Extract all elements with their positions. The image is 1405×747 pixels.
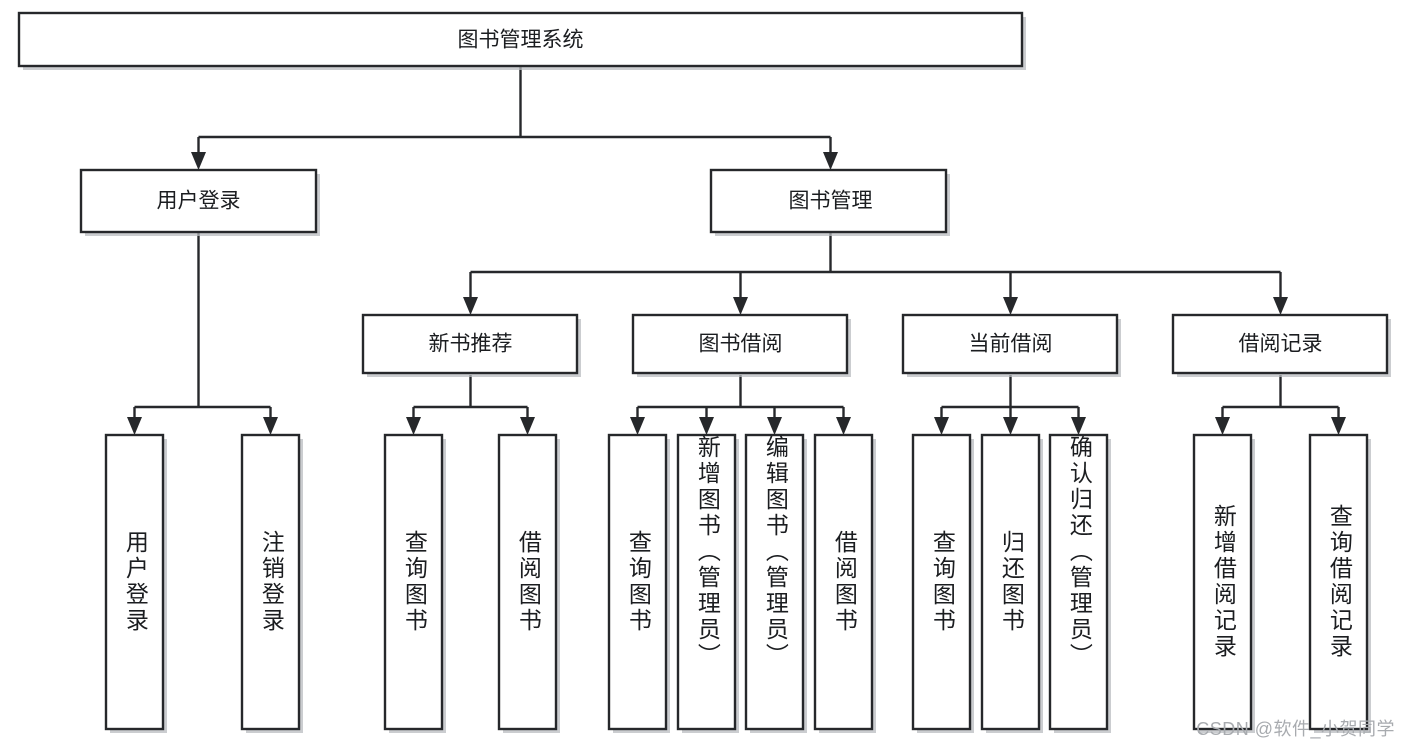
arrow-borrow-leaf-3 [767,417,782,435]
arrow-root-to-user-login [191,152,206,170]
leaf-newbook-query-box[interactable] [383,433,444,731]
arrow-newbook-leaf-1 [406,417,421,435]
node-borrow-record-box[interactable] [1171,313,1389,375]
node-book-borrow-label: 图书借阅 [699,333,783,356]
leaf-node-record-add[interactable] [1192,433,1255,733]
arrow-borrow-leaf-2 [699,417,714,435]
node-book-management-label: 图书管理 [789,190,873,213]
leaf-node-current-query[interactable] [911,433,974,733]
arrow-current-leaf-2 [1003,417,1018,435]
leaf-borrow-add-box[interactable] [676,433,737,731]
node-book-management-box[interactable] [709,168,948,234]
node-book-borrow-box[interactable] [631,313,849,375]
arrow-bookmgmt-to-current [1003,297,1018,315]
leaf-node-logout[interactable] [240,433,303,733]
arrow-borrow-leaf-4 [836,417,851,435]
leaf-node-borrow-edit[interactable] [744,433,807,733]
arrow-userlogin-leaf-2 [263,417,278,435]
leaf-current-confirm-box[interactable] [1048,433,1109,731]
node-current-borrow[interactable]: 当前借阅 [901,313,1121,377]
node-user-login-label: 用户登录 [157,190,241,213]
arrow-record-leaf-1 [1215,417,1230,435]
leaf-record-query-box[interactable] [1308,433,1369,731]
node-book-borrow[interactable]: 图书借阅 [631,313,851,377]
leaf-user-login-box[interactable] [104,433,165,731]
arrow-newbook-leaf-2 [520,417,535,435]
arrow-bookmgmt-to-record [1273,297,1288,315]
leaf-node-current-return[interactable] [980,433,1043,733]
leaf-node-newbook-query[interactable] [383,433,446,733]
arrow-record-leaf-2 [1331,417,1346,435]
leaf-borrow-book-box[interactable] [813,433,874,731]
node-root-box[interactable] [17,11,1024,68]
node-new-book-recommend-box[interactable] [361,313,579,375]
leaf-node-record-query[interactable] [1308,433,1371,733]
node-user-login[interactable]: 用户登录 [79,168,320,236]
node-new-book-recommend[interactable]: 新书推荐 [361,313,581,377]
leaf-record-add-box[interactable] [1192,433,1253,731]
arrow-borrow-leaf-1 [630,417,645,435]
node-root[interactable]: 图书管理系统 [17,11,1026,70]
connector-layer [127,66,1346,435]
leaf-node-newbook-borrow[interactable] [497,433,560,733]
leaf-newbook-borrow-box[interactable] [497,433,558,731]
leaf-logout-box[interactable] [240,433,301,731]
node-user-login-box[interactable] [79,168,318,234]
node-root-label: 图书管理系统 [458,29,584,52]
leaf-node-borrow-query[interactable] [607,433,670,733]
node-current-borrow-box[interactable] [901,313,1119,375]
node-current-borrow-label: 当前借阅 [969,333,1053,356]
arrow-bookmgmt-to-newbook [463,297,478,315]
leaf-borrow-query-box[interactable] [607,433,668,731]
leaf-node-user-login[interactable] [104,433,167,733]
leaf-node-current-confirm[interactable] [1048,433,1111,733]
arrow-userlogin-leaf-1 [127,417,142,435]
leaf-current-query-box[interactable] [911,433,972,731]
node-borrow-record[interactable]: 借阅记录 [1171,313,1391,377]
arrow-current-leaf-3 [1071,417,1086,435]
leaf-node-layer [104,433,1371,733]
arrow-root-to-book-mgmt [823,152,838,170]
leaf-borrow-edit-box[interactable] [744,433,805,731]
arrow-bookmgmt-to-borrow [733,297,748,315]
watermark-text: CSDN @软件_小贺同学 [1196,719,1395,739]
node-book-management[interactable]: 图书管理 [709,168,950,236]
leaf-node-borrow-add[interactable] [676,433,739,733]
node-new-book-recommend-label: 新书推荐 [429,333,513,356]
leaf-node-borrow-book[interactable] [813,433,876,733]
leaf-current-return-box[interactable] [980,433,1041,731]
arrow-current-leaf-1 [934,417,949,435]
node-borrow-record-label: 借阅记录 [1239,333,1323,356]
